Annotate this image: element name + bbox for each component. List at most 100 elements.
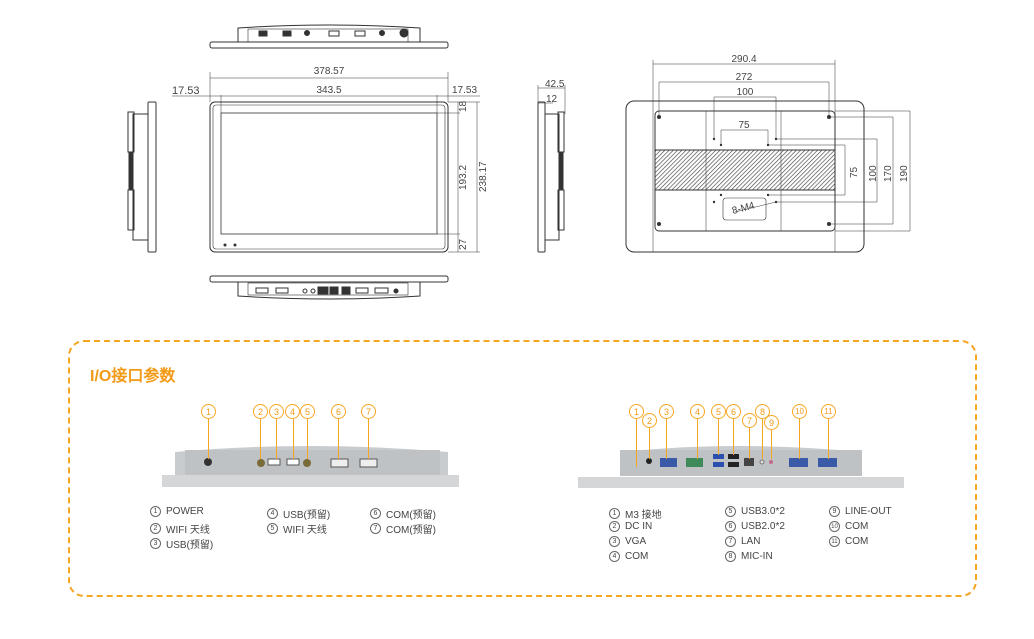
- left-side-view: [127, 101, 157, 253]
- callout-3: 3: [659, 404, 674, 419]
- dim-vesa-100-x: 100: [737, 87, 754, 98]
- top-view: [209, 24, 449, 49]
- legend-number: 8: [725, 551, 736, 562]
- callout-4: 4: [690, 404, 705, 419]
- callout-10: 10: [792, 404, 807, 419]
- dim-vesa-75-x: 75: [738, 120, 750, 131]
- legend-number: 1: [609, 508, 620, 519]
- callout-5: 5: [711, 404, 726, 419]
- legend-item: 2 WIFI 天线: [150, 521, 210, 536]
- legend-number: 1: [150, 506, 161, 517]
- mechanical-drawings: 378.57 343.5 17.53 17.53 18 193.2 27 238…: [127, 24, 911, 300]
- legend-item: 1 POWER: [150, 506, 204, 517]
- legend-label: WIFI 天线: [166, 525, 210, 536]
- legend-item: 5 WIFI 天线: [267, 521, 327, 536]
- legend-item: 11 COM: [829, 536, 868, 547]
- legend-number: 4: [609, 551, 620, 562]
- dim-screen-height: 193.2: [458, 165, 469, 190]
- back-view: [625, 60, 911, 253]
- legend-label: POWER: [166, 506, 204, 517]
- legend-item: 2 DC IN: [609, 521, 652, 532]
- legend-label: MIC-IN: [741, 551, 773, 562]
- callout-2: 2: [253, 404, 268, 419]
- legend-item: 4 USB(预留): [267, 506, 330, 521]
- callout-3: 3: [269, 404, 284, 419]
- legend-label: COM: [625, 551, 649, 562]
- legend-label: COM: [845, 536, 869, 547]
- callout-7: 7: [361, 404, 376, 419]
- legend-number: 6: [370, 508, 381, 519]
- legend-item: 1 M3 接地: [609, 506, 662, 521]
- legend-number: 3: [609, 536, 620, 547]
- legend-item: 6 USB2.0*2: [725, 521, 785, 532]
- legend-item: 7 LAN: [725, 536, 760, 547]
- dim-depth: 42.5: [545, 79, 565, 90]
- legend-number: 3: [150, 538, 161, 549]
- dim-overall-width: 378.57: [314, 66, 345, 77]
- dim-back-height: 190: [899, 165, 910, 182]
- legend-number: 11: [829, 536, 840, 547]
- io-section-title: I/O接口参数: [90, 368, 176, 385]
- legend-number: 9: [829, 506, 840, 517]
- dim-vesa-100-y: 100: [868, 165, 879, 182]
- legend-label: LAN: [741, 536, 761, 547]
- dim-panel-thickness: 12: [546, 94, 558, 105]
- callout-5: 5: [300, 404, 315, 419]
- legend-number: 4: [267, 508, 278, 519]
- callout-9: 9: [764, 415, 779, 430]
- callout-2: 2: [642, 413, 657, 428]
- legend-item: 3 USB(预留): [150, 536, 213, 551]
- legend-item: 4 COM: [609, 551, 648, 562]
- callout-6: 6: [726, 404, 741, 419]
- legend-label: COM(预留): [386, 510, 436, 521]
- legend-number: 7: [725, 536, 736, 547]
- legend-label: VGA: [625, 536, 647, 547]
- io-section-frame: [68, 340, 977, 597]
- legend-label: M3 接地: [625, 510, 662, 521]
- callout-1: 1: [629, 404, 644, 419]
- right-side-view: [537, 85, 566, 253]
- legend-number: 7: [370, 523, 381, 534]
- callout-6: 6: [331, 404, 346, 419]
- callout-4: 4: [285, 404, 300, 419]
- legend-label: USB(预留): [166, 540, 214, 551]
- dim-screen-width: 343.5: [316, 85, 341, 96]
- legend-label: DC IN: [625, 521, 653, 532]
- legend-label: USB3.0*2: [741, 506, 785, 517]
- legend-item: 6 COM(预留): [370, 506, 436, 521]
- callout-7: 7: [742, 413, 757, 428]
- legend-number: 5: [725, 506, 736, 517]
- dim-right-margin: 17.53: [452, 85, 477, 96]
- legend-item: 5 USB3.0*2: [725, 506, 785, 517]
- legend-number: 5: [267, 523, 278, 534]
- callout-11: 11: [821, 404, 836, 419]
- legend-item: 7 COM(预留): [370, 521, 436, 536]
- dim-top-bezel: 18: [458, 100, 469, 112]
- dim-left-margin: 17.53: [172, 85, 200, 97]
- callout-8: 8: [755, 404, 770, 419]
- legend-item: 3 VGA: [609, 536, 646, 547]
- dim-hole-span-y: 170: [883, 165, 894, 182]
- dim-vesa-75-y: 75: [849, 166, 860, 178]
- dim-overall-height: 238.17: [478, 161, 489, 192]
- front-view: [172, 72, 480, 253]
- dim-bottom-bezel: 27: [458, 238, 469, 250]
- legend-label: COM(预留): [386, 525, 436, 536]
- legend-label: WIFI 天线: [283, 525, 327, 536]
- legend-item: 9 LINE-OUT: [829, 506, 892, 517]
- legend-number: 2: [609, 521, 620, 532]
- legend-number: 2: [150, 523, 161, 534]
- legend-number: 6: [725, 521, 736, 532]
- legend-label: USB2.0*2: [741, 521, 785, 532]
- legend-label: USB(预留): [283, 510, 331, 521]
- dim-back-width: 290.4: [731, 54, 756, 65]
- callout-1: 1: [201, 404, 216, 419]
- dim-hole-span-x: 272: [736, 72, 753, 83]
- screw-label: 8-M4: [731, 200, 756, 217]
- legend-label: LINE-OUT: [845, 506, 892, 517]
- legend-item: 8 MIC-IN: [725, 551, 773, 562]
- legend-number: 10: [829, 521, 840, 532]
- bottom-view: [209, 275, 449, 300]
